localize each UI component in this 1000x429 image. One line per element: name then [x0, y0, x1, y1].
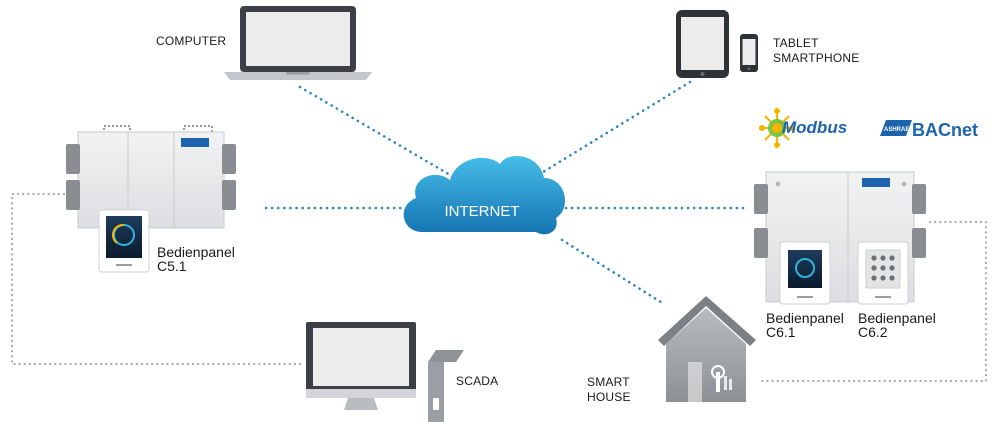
laptop-icon [224, 6, 372, 80]
internet-cloud-icon [403, 155, 566, 235]
panel-c62-label-line1: Bedienpanel [858, 310, 936, 326]
panel-c61-label-line1: Bedienpanel [766, 310, 844, 326]
smart-house-icon [658, 296, 756, 402]
computer-label: COMPUTER [156, 34, 227, 48]
panel-c51-label-line1: Bedienpanel [157, 244, 235, 260]
link-tablet-internet [528, 80, 692, 182]
smartphone-label: SMARTPHONE [773, 51, 860, 65]
modbus-logo: Modbus [759, 108, 847, 148]
cable-unit-left-scada [10, 192, 304, 366]
modbus-wordmark: Modbus [782, 118, 847, 137]
scada-label: SCADA [456, 374, 499, 388]
monitor-icon [306, 322, 416, 410]
link-computer-internet [298, 85, 464, 184]
smart-house-label-line1: SMART [587, 375, 630, 389]
smartphone-icon [740, 34, 758, 72]
control-panel-c62 [857, 241, 909, 305]
bacnet-wordmark: BACnet [912, 120, 978, 140]
link-internet-smarthouse [560, 238, 666, 306]
panel-c62-label-line2: C6.2 [858, 324, 888, 340]
smart-house-label-line2: HOUSE [587, 390, 631, 404]
internet-label: INTERNET [445, 203, 520, 220]
network-links [264, 80, 750, 306]
bacnet-logo: ASHRAE BACnet [880, 120, 978, 140]
tablet-icon [676, 10, 729, 78]
scada-controller-icon [428, 350, 464, 422]
panel-c51-label-line2: C5.1 [157, 258, 187, 274]
panel-c61-label-line2: C6.1 [766, 324, 796, 340]
control-panel-c61 [779, 241, 831, 305]
ventilation-unit-left [66, 125, 236, 229]
control-panel-c51 [98, 209, 150, 273]
ashrae-mark: ASHRAE [884, 127, 909, 133]
wired-cables [10, 192, 988, 383]
tablet-label: TABLET [773, 36, 819, 50]
